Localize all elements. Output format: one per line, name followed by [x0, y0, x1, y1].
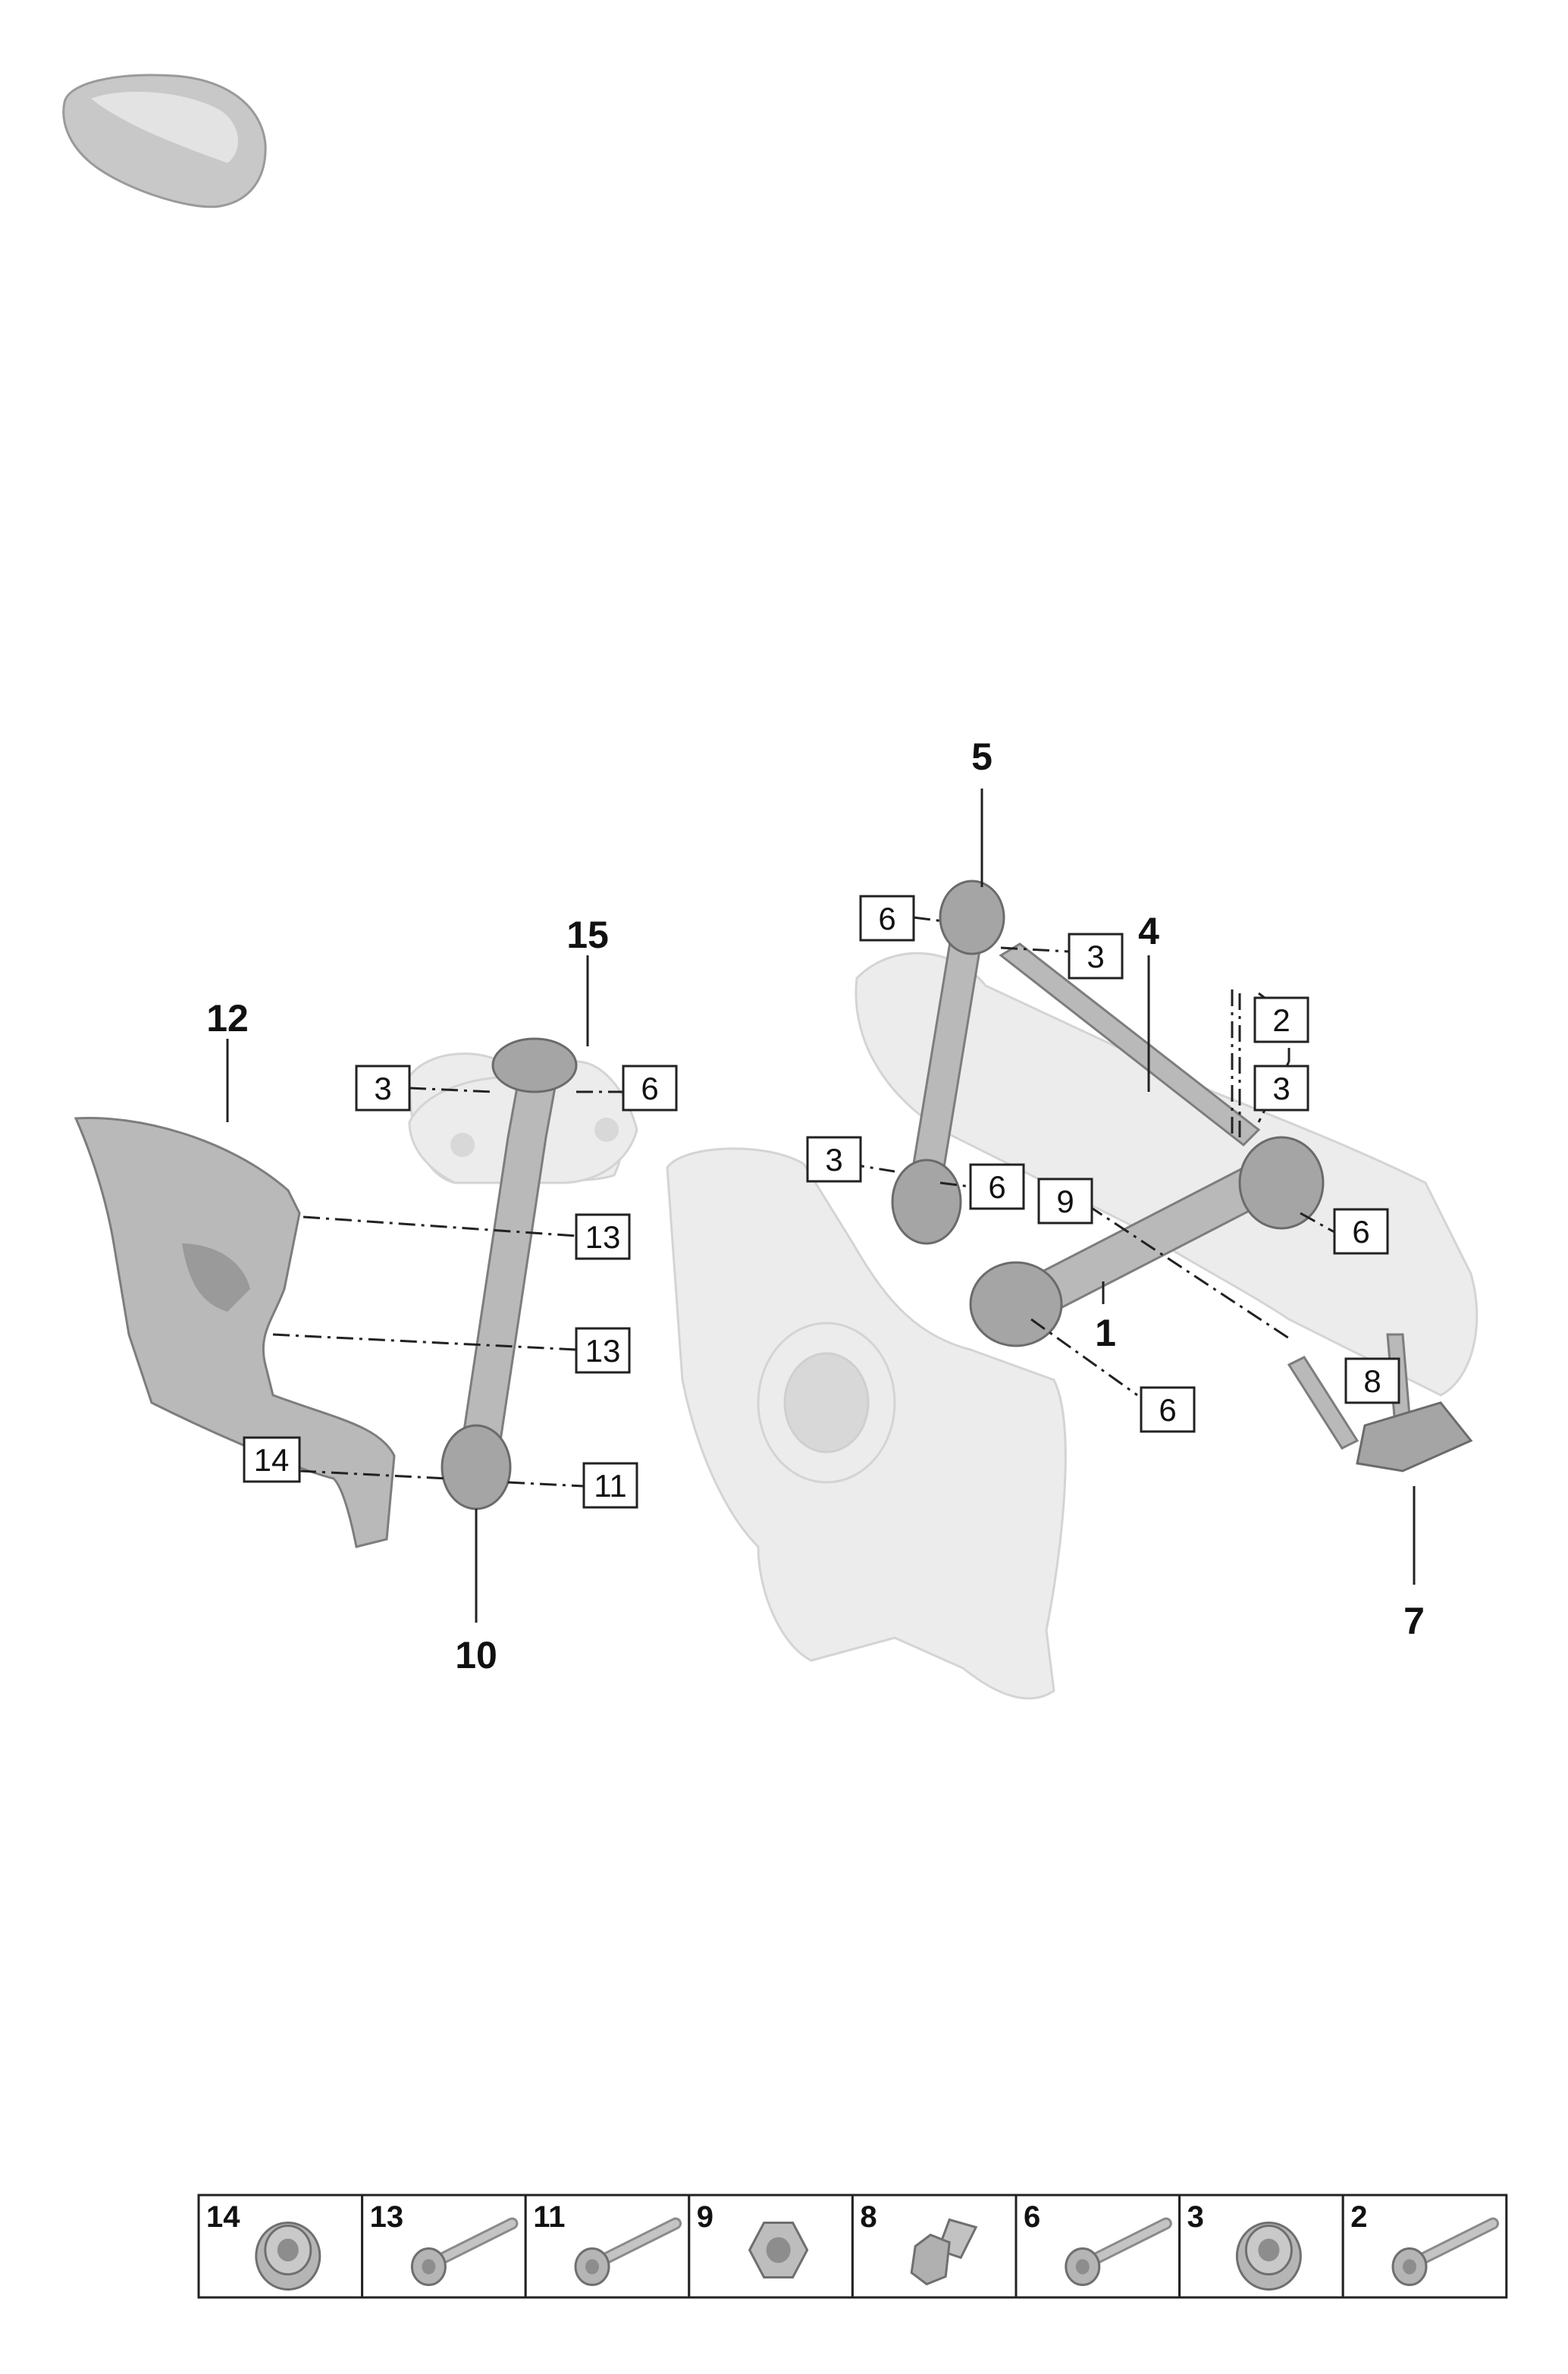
svg-text:3: 3: [825, 1142, 842, 1178]
hex-nut-icon: [748, 2222, 809, 2278]
part-label-4: 4: [1138, 910, 1159, 952]
legend-cell-9: 9: [688, 2194, 854, 2299]
long-bolt-icon: [1391, 2217, 1499, 2286]
legend-cell-13: 13: [361, 2194, 527, 2299]
part-label-5: 5: [971, 735, 993, 778]
long-bolt-icon: [410, 2217, 519, 2286]
legend-number: 14: [206, 2200, 240, 2234]
svg-text:6: 6: [878, 901, 895, 936]
flange-nut-icon: [1235, 2222, 1302, 2291]
legend-cell-3: 3: [1178, 2194, 1344, 2299]
callout-3-mid: 3: [806, 1136, 862, 1183]
long-bolt-icon: [574, 2217, 682, 2286]
part-5-upper-link: [891, 880, 1005, 1245]
svg-text:9: 9: [1056, 1184, 1074, 1219]
callout-3-left: 3: [355, 1065, 411, 1112]
long-bolt-icon: [1065, 2217, 1172, 2286]
legend-number: 13: [370, 2200, 403, 2234]
svg-text:13: 13: [585, 1333, 621, 1369]
part-12-splash-shield: [74, 1116, 396, 1548]
part-label-10: 10: [455, 1634, 497, 1676]
callout-11: 11: [582, 1462, 638, 1509]
legend-cell-6: 6: [1014, 2194, 1181, 2299]
legend-number: 3: [1187, 2200, 1204, 2234]
svg-text:3: 3: [374, 1071, 391, 1106]
callout-6-mid: 6: [969, 1163, 1025, 1210]
svg-text:8: 8: [1363, 1363, 1381, 1399]
car-silhouette-icon: [62, 74, 267, 209]
svg-text:3: 3: [1087, 939, 1104, 974]
callout-8: 8: [1344, 1357, 1400, 1404]
svg-text:6: 6: [988, 1169, 1005, 1205]
legend-number: 8: [860, 2200, 877, 2234]
svg-text:14: 14: [254, 1442, 290, 1478]
part-label-15: 15: [566, 914, 609, 956]
callout-14: 14: [243, 1436, 301, 1483]
callout-6-top: 6: [859, 895, 915, 942]
part-label-1: 1: [1095, 1312, 1116, 1354]
callout-3-stack: 3: [1253, 1065, 1309, 1112]
legend-cell-11: 11: [524, 2194, 691, 2299]
part-1-lower-arm: [969, 1136, 1325, 1347]
callout-6-low: 6: [1140, 1386, 1196, 1433]
callout-2: 2: [1253, 996, 1309, 1043]
hardware-legend: 14 13 11 9 8 6 3 2: [197, 2194, 1508, 2299]
legend-cell-2: 2: [1341, 2194, 1508, 2299]
legend-number: 9: [697, 2200, 713, 2234]
short-bolt-icon: [910, 2218, 978, 2286]
svg-text:6: 6: [641, 1071, 658, 1106]
legend-cell-14: 14: [197, 2194, 364, 2299]
callout-6-right: 6: [1333, 1208, 1389, 1255]
legend-number: 11: [533, 2200, 565, 2234]
flange-nut-icon: [255, 2222, 321, 2291]
legend-cell-8: 8: [851, 2194, 1018, 2299]
svg-text:6: 6: [1159, 1392, 1176, 1428]
part-label-12: 12: [206, 997, 249, 1040]
callout-13-a: 13: [575, 1213, 631, 1260]
callout-9: 9: [1037, 1178, 1093, 1225]
svg-text:2: 2: [1272, 1002, 1290, 1038]
part-label-7: 7: [1403, 1600, 1425, 1642]
callout-6-left: 6: [622, 1065, 678, 1112]
svg-text:11: 11: [594, 1468, 627, 1504]
legend-number: 2: [1350, 2200, 1367, 2234]
part-10-link: [441, 1037, 578, 1510]
svg-text:13: 13: [585, 1219, 621, 1255]
svg-text:3: 3: [1272, 1071, 1290, 1106]
callout-13-b: 13: [575, 1327, 631, 1374]
callout-3-top: 3: [1068, 933, 1124, 980]
svg-text:6: 6: [1352, 1214, 1369, 1250]
legend-number: 6: [1024, 2200, 1040, 2234]
